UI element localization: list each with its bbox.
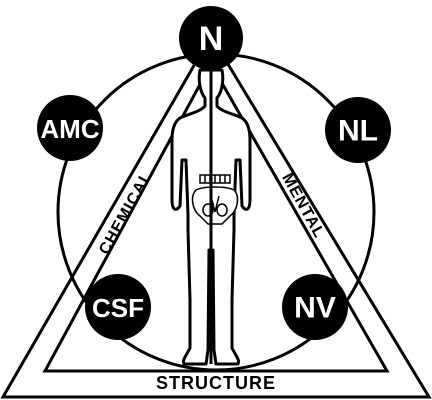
node-csf: CSF <box>85 274 151 340</box>
node-csf-label: CSF <box>92 293 144 323</box>
node-nv: NV <box>282 274 348 340</box>
node-n-label: N <box>199 20 224 58</box>
node-nv-label: NV <box>294 292 336 325</box>
pelvis-illustration <box>191 174 239 225</box>
structure-label: STRUCTURE <box>156 373 276 393</box>
outer-triangle <box>0 33 432 399</box>
mental-label: MENTAL <box>278 171 328 242</box>
node-nl: NL <box>325 97 391 163</box>
node-nl-label: NL <box>338 115 378 148</box>
inner-triangle <box>42 60 390 373</box>
node-amc: AMC <box>37 95 103 161</box>
node-amc-label: AMC <box>40 114 99 144</box>
node-n: N <box>179 6 243 70</box>
